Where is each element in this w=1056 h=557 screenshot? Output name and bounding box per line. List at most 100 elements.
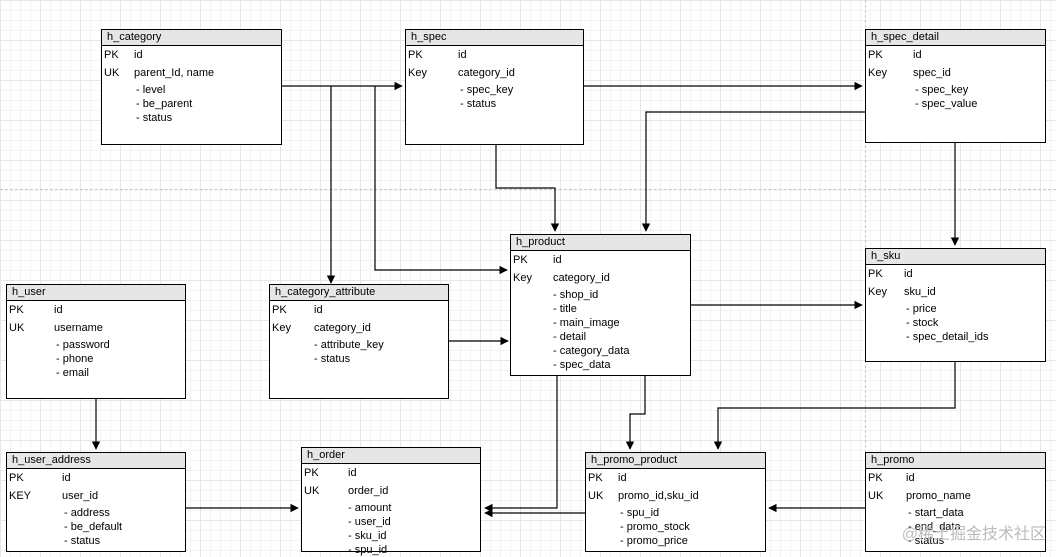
entity-attribute: - spec_data <box>553 359 611 371</box>
row-name: id <box>348 467 357 479</box>
row-key: Key <box>868 286 887 298</box>
entity-title: h_spec_detail <box>866 30 1045 46</box>
row-name: id <box>62 472 71 484</box>
entity-title: h_product <box>511 235 690 251</box>
entity-row-key: UK username <box>7 319 185 337</box>
entity-row-key: Key sku_id <box>866 283 1045 301</box>
entity-attribute: - attribute_key <box>314 339 384 351</box>
entity-attribute: - be_default <box>64 521 123 533</box>
row-key: Key <box>272 322 291 334</box>
entity-attribute: - be_parent <box>136 98 193 110</box>
row-key: UK <box>868 490 884 502</box>
row-key: PK <box>104 49 119 61</box>
row-key: Key <box>408 67 427 79</box>
entity-row-pk: PK id <box>7 469 185 487</box>
entity-row-key: UK order_id <box>302 482 480 500</box>
entity-attribute: - status <box>64 535 101 547</box>
entity-attribute: - price <box>906 303 937 315</box>
row-name: sku_id <box>904 286 936 298</box>
entity-row-pk: PK id <box>102 46 281 64</box>
row-name: order_id <box>348 485 389 497</box>
row-name: id <box>134 49 143 61</box>
page-divider-horizontal <box>0 189 1056 190</box>
row-key: PK <box>513 254 528 266</box>
entity-attribute: - spu_id <box>620 507 660 519</box>
row-key: UK <box>304 485 320 497</box>
row-name: id <box>553 254 562 266</box>
entity-attribute: - category_data <box>553 345 630 357</box>
row-name: id <box>913 49 922 61</box>
entity-row-pk: PK id <box>511 251 690 269</box>
entity-row-key: Key category_id <box>270 319 448 337</box>
edge-spec-detail-product <box>641 111 865 232</box>
entity-title: h_promo_product <box>586 453 765 469</box>
row-name: id <box>618 472 627 484</box>
entity-attribute: - spu_id <box>348 544 388 556</box>
edge-product-promo-product <box>625 376 646 450</box>
entity-attribute: - address <box>64 507 110 519</box>
row-name: category_id <box>314 322 371 334</box>
entity-attribute: - password <box>56 339 110 351</box>
row-name: username <box>54 322 103 334</box>
edge-category-product <box>374 86 508 275</box>
row-key: PK <box>9 472 24 484</box>
row-key: PK <box>304 467 319 479</box>
row-key: PK <box>9 304 24 316</box>
row-name: id <box>904 268 913 280</box>
entity-attribute: - spec_detail_ids <box>906 331 989 343</box>
row-key: PK <box>868 472 883 484</box>
entity-attribute: - sku_id <box>348 530 387 542</box>
row-key: Key <box>513 272 532 284</box>
entity-attribute: - spec_key <box>460 84 514 96</box>
row-name: spec_id <box>913 67 951 79</box>
entity-attribute: - user_id <box>348 516 391 528</box>
row-key: UK <box>588 490 604 502</box>
row-key: UK <box>104 67 120 79</box>
entity-title: h_order <box>302 448 480 464</box>
entity-attribute: - status <box>136 112 173 124</box>
entity-attribute: - status <box>314 353 351 365</box>
row-key: UK <box>9 322 25 334</box>
entity-attribute: - stock <box>906 317 939 329</box>
entity-attribute: - email <box>56 367 90 379</box>
entity-title: h_category <box>102 30 281 46</box>
row-name: category_id <box>458 67 515 79</box>
row-key: KEY <box>9 490 32 502</box>
row-key: PK <box>868 268 883 280</box>
entity-attribute: - promo_price <box>620 535 688 547</box>
entity-row-key: Key spec_id <box>866 64 1045 82</box>
entity-title: h_category_attribute <box>270 285 448 301</box>
entity-row-key: Key category_id <box>511 269 690 287</box>
row-key: PK <box>408 49 423 61</box>
entity-attribute: - main_image <box>553 317 620 329</box>
entity-attribute: - status <box>460 98 497 110</box>
row-key: Key <box>868 67 887 79</box>
edge-spec-product <box>495 145 560 232</box>
entity-title: h_promo <box>866 453 1045 469</box>
row-name: category_id <box>553 272 610 284</box>
edge-product-order <box>484 376 558 513</box>
row-name: id <box>54 304 63 316</box>
watermark: @稀土掘金技术社区 <box>901 526 1046 543</box>
entity-title: h_user_address <box>7 453 185 469</box>
